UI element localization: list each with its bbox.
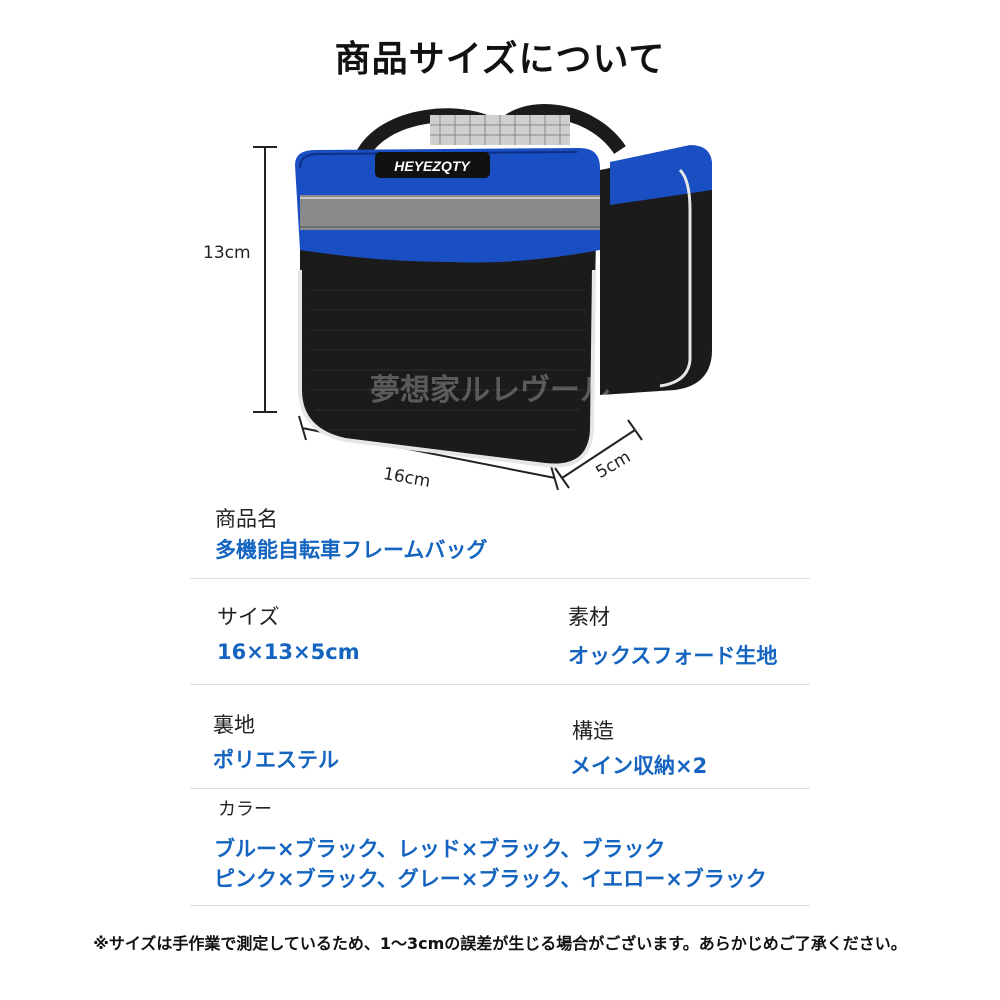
structure-value: メイン収納×2 [570, 754, 708, 778]
height-label: 13cm [203, 243, 251, 263]
product-name-value: 多機能自転車フレームバッグ [215, 538, 488, 562]
reflective-stripe [300, 195, 600, 230]
front-pouch [300, 240, 596, 466]
divider [190, 684, 810, 685]
depth-dimension-line [554, 419, 643, 489]
lining-value: ポリエステル [213, 748, 339, 772]
divider [190, 578, 810, 579]
material-label: 素材 [568, 605, 610, 629]
size-label: サイズ [217, 605, 280, 629]
divider [190, 788, 810, 789]
lining-label: 裏地 [213, 713, 255, 737]
measurement-note: ※サイズは手作業で測定しているため、1～3cmの誤差が生じる場合がございます。あ… [93, 934, 907, 953]
rear-pouch-flap [610, 145, 712, 205]
height-dimension-line [253, 146, 277, 413]
brand-label: HEYEZQTY [394, 158, 471, 174]
material-value: オックスフォード生地 [568, 644, 778, 668]
watermark: 夢想家ルレヴール [370, 373, 610, 408]
color-value-line-1: ブルー×ブラック、レッド×ブラック、ブラック [214, 837, 666, 861]
product-name-label: 商品名 [215, 507, 278, 531]
size-value: 16×13×5cm [217, 640, 360, 664]
brand-patch [375, 152, 490, 178]
bag-illustration: HEYEZQTY 夢想家ルレヴール [253, 104, 712, 491]
color-label: カラー [218, 799, 272, 820]
product-figure: HEYEZQTY 夢想家ルレヴール 13cm 16cm 5cm [0, 90, 1000, 492]
mesh-texture [310, 289, 585, 431]
color-value-line-2: ピンク×ブラック、グレー×ブラック、イエロー×ブラック [214, 867, 767, 891]
divider [190, 905, 810, 906]
rear-pouch [600, 152, 712, 395]
structure-label: 構造 [572, 719, 614, 743]
page-title: 商品サイズについて [334, 39, 666, 80]
